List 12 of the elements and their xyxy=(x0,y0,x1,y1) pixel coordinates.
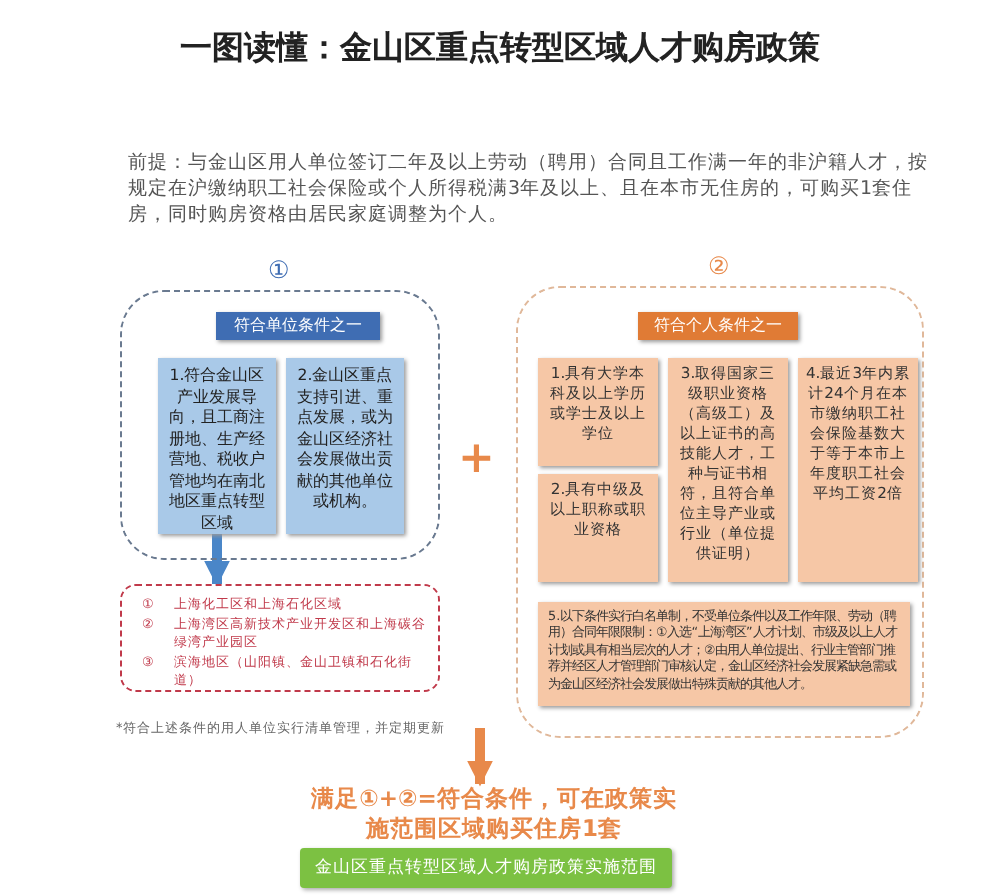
plus-sign: + xyxy=(458,434,495,484)
circled-number: ① xyxy=(268,256,290,284)
premise-text: 前提：与金山区用人单位签订二年及以上劳动（聘用）合同且工作满一年的非沪籍人才，按规定在沪缴纳职工社会保险或个人所得税满3年及以上、且在本市无住房的，可购买1套住房，同时购房资格由居民家庭调整为个人。 xyxy=(128,150,928,228)
header-box: 符合个人条件之一 xyxy=(638,312,798,340)
circled-number: ② xyxy=(708,252,730,280)
area-list-box xyxy=(120,584,440,692)
scope-bar: 金山区重点转型区域人才购房政策实施范围 xyxy=(300,848,672,888)
result-text: 满足①+②=符合条件，可在政策实施范围区域购买住房1套 xyxy=(300,784,688,848)
title: 一图读懂：金山区重点转型区域人才购房政策 xyxy=(178,28,822,70)
arrow xyxy=(467,728,493,787)
header-box: 符合单位条件之一 xyxy=(216,312,380,340)
arrow xyxy=(204,534,230,587)
